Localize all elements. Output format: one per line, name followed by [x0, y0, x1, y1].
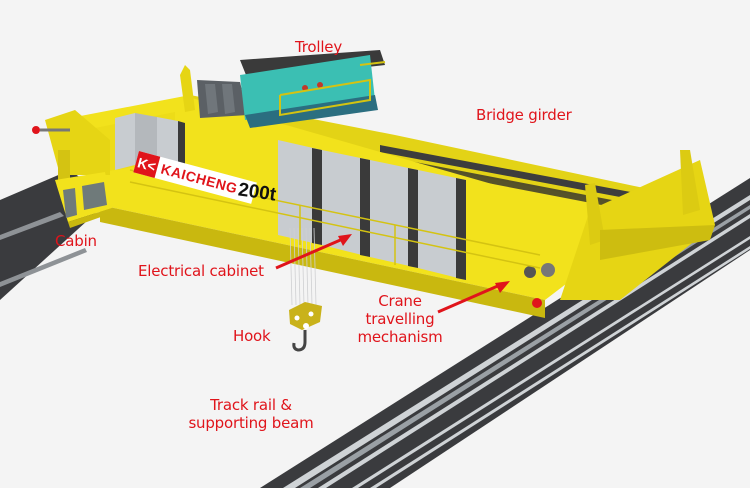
label-hook: Hook	[233, 327, 271, 345]
right-end-carriage	[524, 150, 715, 308]
label-line: Track rail &	[210, 396, 292, 414]
trolley	[180, 50, 386, 128]
label-line: mechanism	[357, 328, 443, 346]
label-track-rail: Track rail & supporting beam	[181, 396, 321, 432]
label-bridge-girder: Bridge girder	[476, 106, 572, 124]
hook-assembly	[289, 227, 322, 352]
label-electrical-cabinet: Electrical cabinet	[138, 262, 264, 280]
electrical-cabinets	[278, 140, 466, 280]
label-trolley: Trolley	[295, 38, 343, 56]
annotation-arrows	[275, 234, 510, 314]
label-line: Crane	[378, 292, 422, 310]
cabin	[55, 150, 112, 228]
label-cabin: Cabin	[55, 232, 97, 250]
label-crane-travelling-mechanism: Crane travelling mechanism	[352, 292, 448, 346]
label-line: supporting beam	[188, 414, 314, 432]
label-line: travelling	[365, 310, 435, 328]
